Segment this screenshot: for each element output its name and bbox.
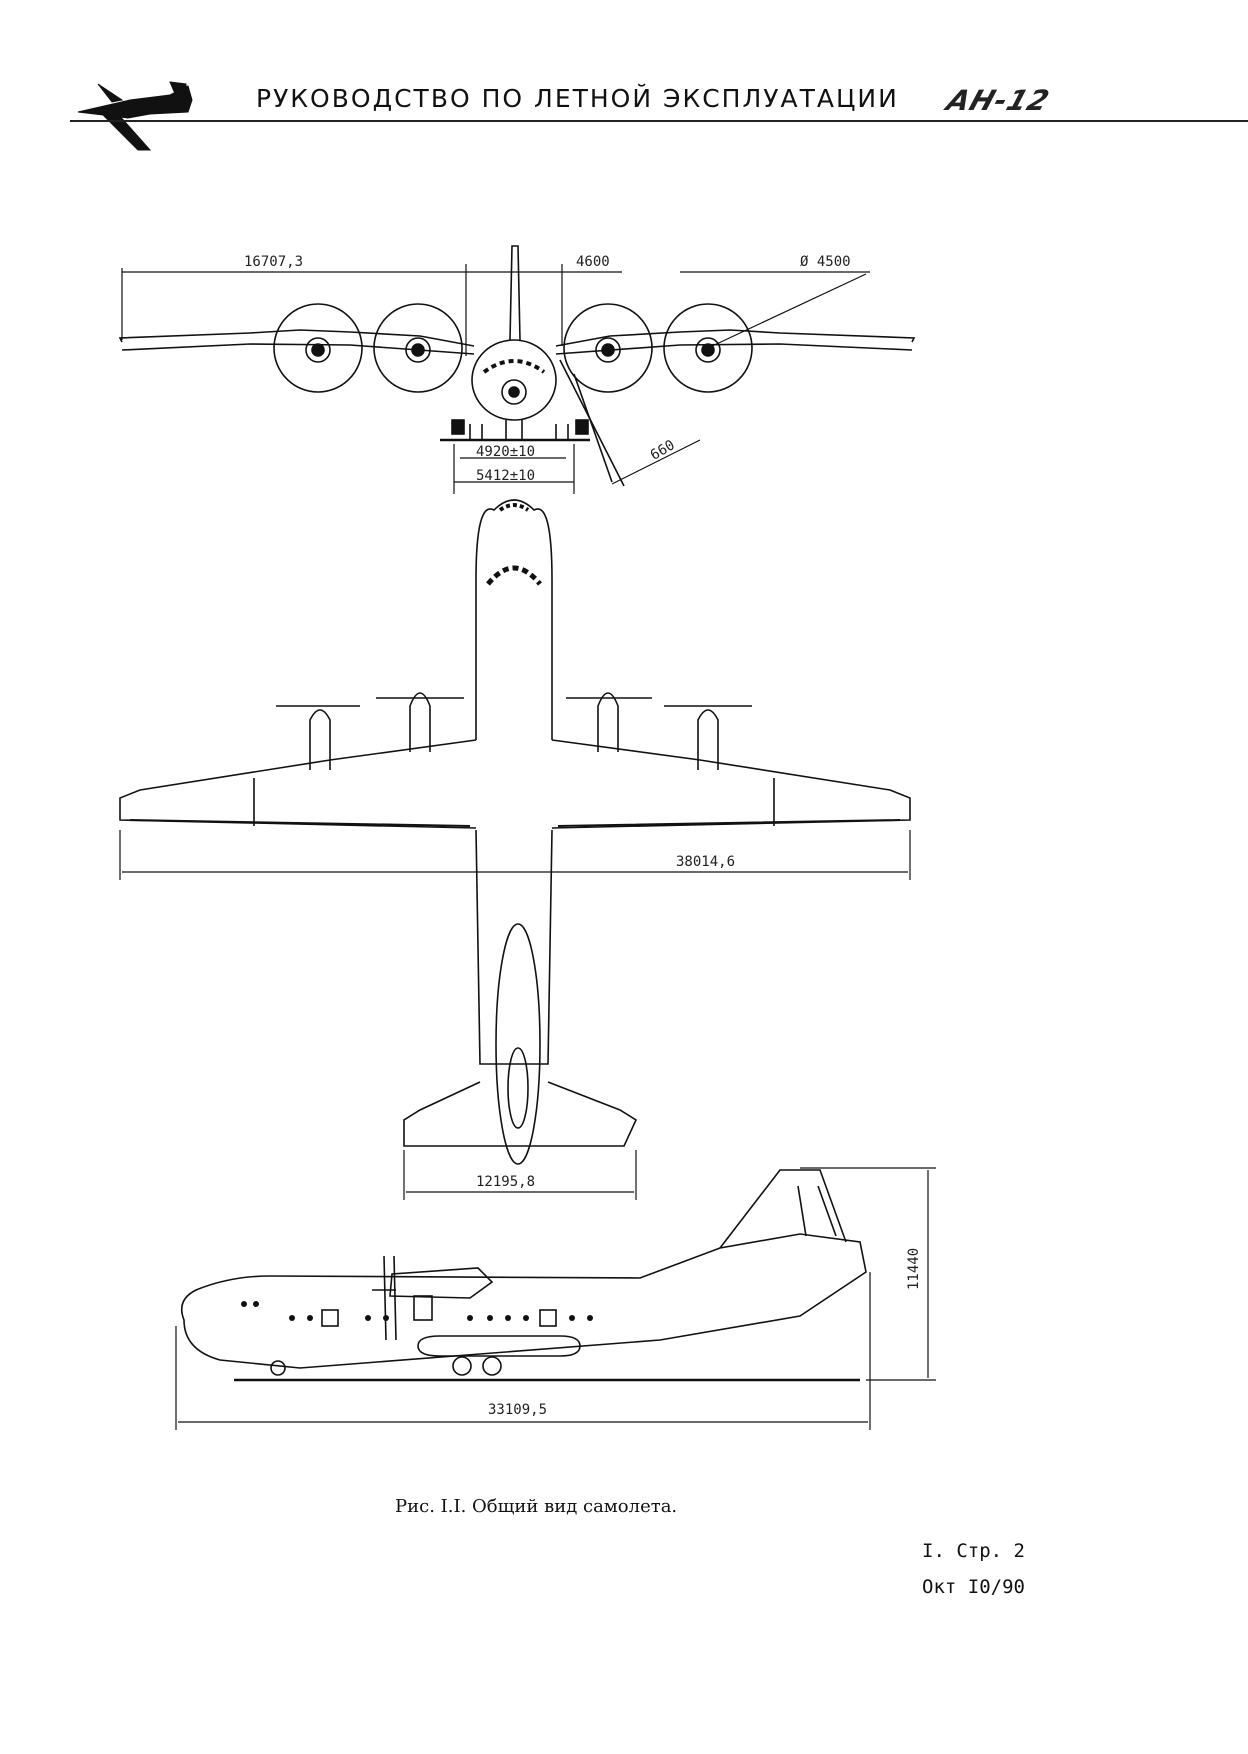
dim-prop-diameter: Ø 4500 <box>800 254 851 270</box>
header-divider <box>70 120 1248 122</box>
figure-caption: Рис. I.I. Общий вид самолета. <box>395 1496 678 1517</box>
header-airplane-logo <box>77 81 193 151</box>
top-dimension-lines <box>119 830 911 1200</box>
front-dimension-lines <box>121 264 870 494</box>
dim-height: 11440 <box>906 1248 922 1290</box>
dim-gauge-offset: 4600 <box>576 254 610 270</box>
dim-length: 33109,5 <box>488 1402 547 1418</box>
top-view <box>119 499 911 1165</box>
page-number: I. Стр. 2 <box>922 1540 1025 1562</box>
revision-date: Окт I0/90 <box>922 1576 1025 1598</box>
dim-half-span: 16707,3 <box>244 254 303 270</box>
dim-main-gear-track: 4920±10 <box>476 444 535 460</box>
brand-logo: АН-12 <box>942 84 1055 117</box>
side-dimension-lines <box>175 1167 936 1430</box>
dim-main-gear-outer: 5412±10 <box>476 468 535 484</box>
dim-prop-clearance: 660 <box>648 437 678 464</box>
page-header-title: РУКОВОДСТВО ПО ЛЕТНОЙ ЭКСПЛУАТАЦИИ <box>256 84 899 113</box>
dim-wingspan: 38014,6 <box>676 854 735 870</box>
dim-stabilizer-span: 12195,8 <box>476 1174 535 1190</box>
side-view <box>180 1169 867 1382</box>
